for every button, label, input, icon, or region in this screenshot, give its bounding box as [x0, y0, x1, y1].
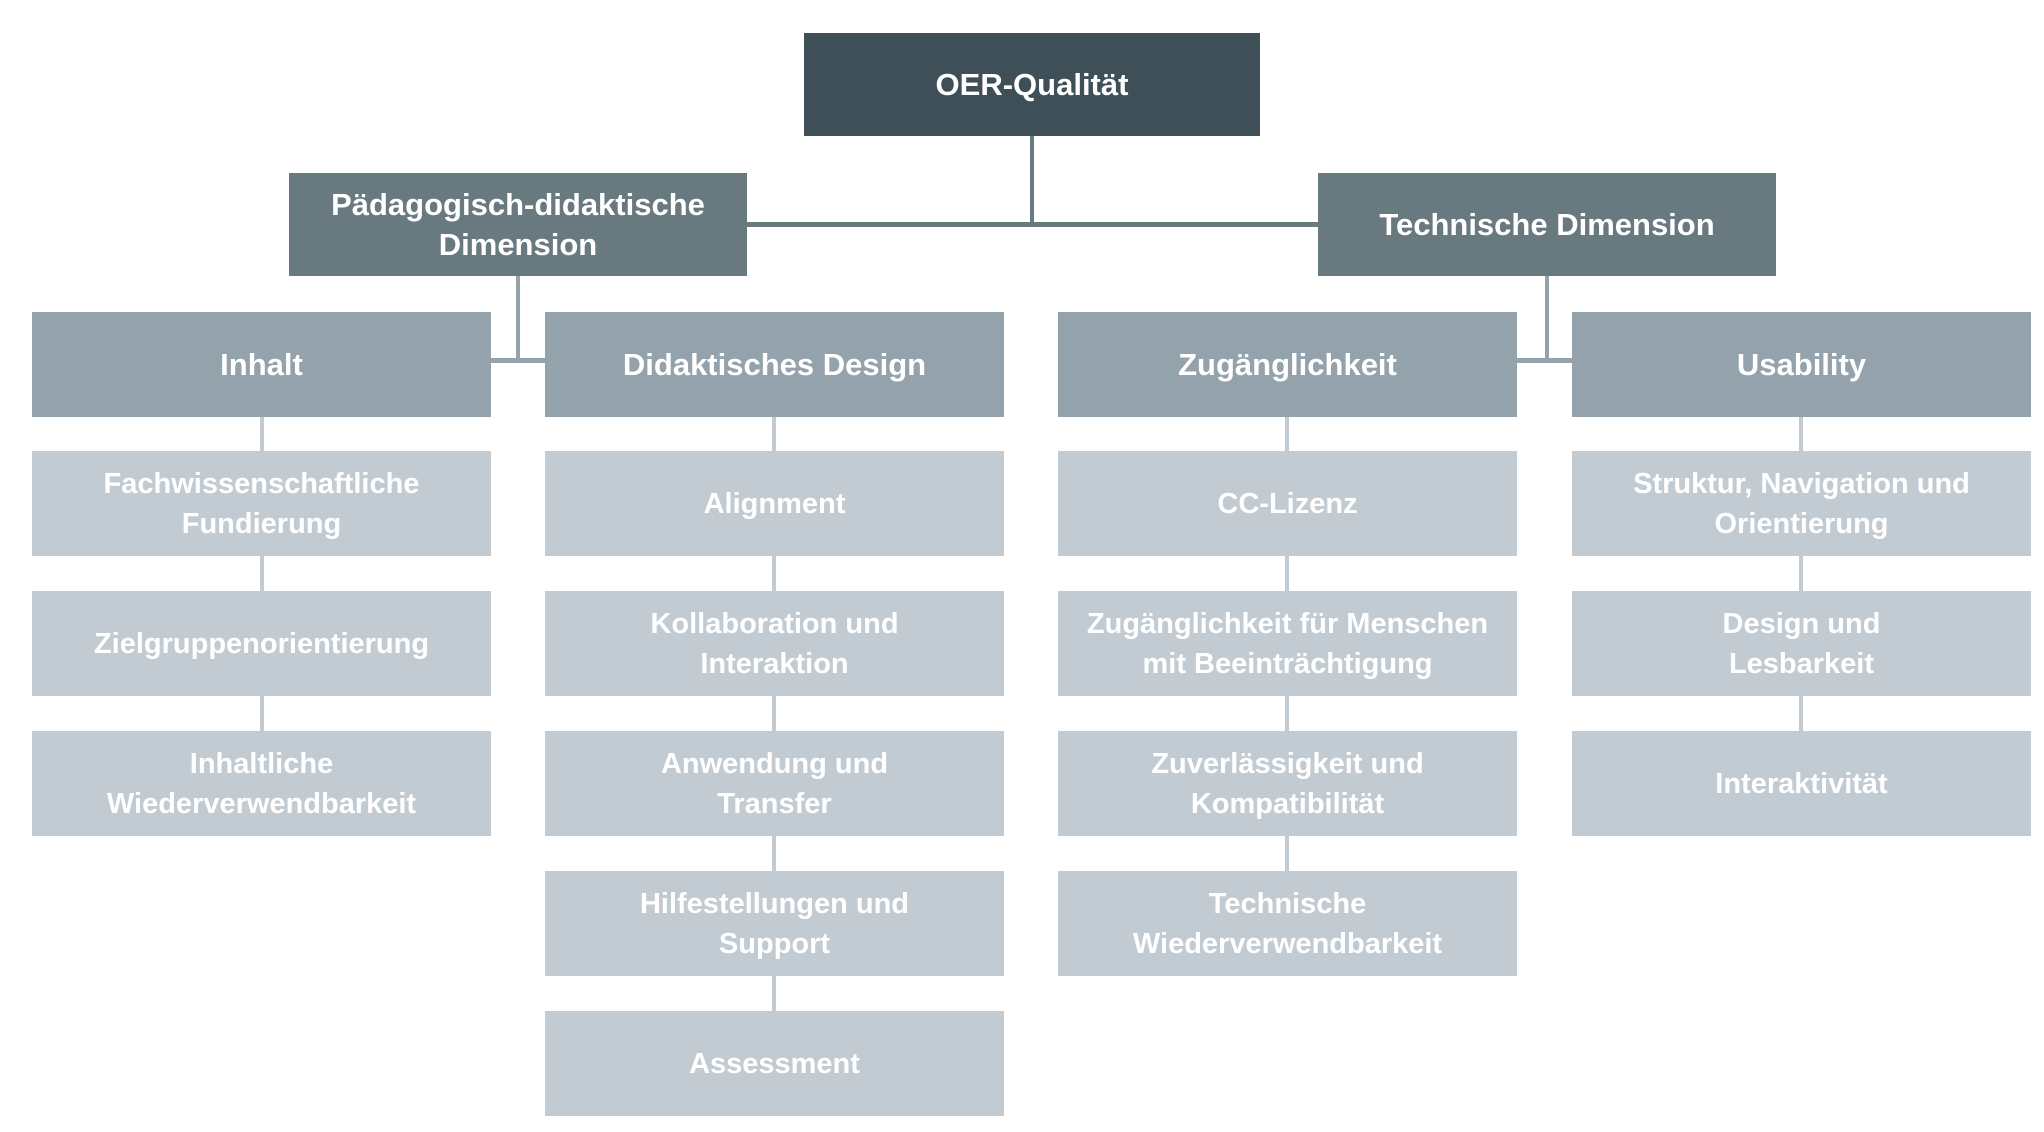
item-box-zugaenglichkeit-fuer-menschen: Zugänglichkeit für Menschen mit Beeinträ… [1058, 591, 1517, 696]
connector-root-horizontal [747, 222, 1318, 227]
item-box-assessment: Assessment [545, 1011, 1004, 1116]
dimension-box-paedagogisch-didaktisch: Pädagogisch-didaktische Dimension [289, 173, 747, 276]
connector-col4-seg3 [1799, 696, 1803, 731]
connector-col1-seg2 [260, 556, 264, 591]
item-box-interaktivitaet: Interaktivität [1572, 731, 2031, 836]
connector-dimension2-horizontal [1517, 358, 1572, 363]
connector-col4-seg2 [1799, 556, 1803, 591]
item-box-alignment: Alignment [545, 451, 1004, 556]
connector-col1-seg3 [260, 696, 264, 731]
connector-col1-seg1 [260, 417, 264, 451]
item-box-cc-lizenz: CC-Lizenz [1058, 451, 1517, 556]
dimension-box-technisch: Technische Dimension [1318, 173, 1776, 276]
connector-col2-seg3 [772, 696, 776, 731]
item-box-anwendung-und-transfer: Anwendung und Transfer [545, 731, 1004, 836]
item-box-technische-wiederverwendbarkeit: Technische Wiederverwendbarkeit [1058, 871, 1517, 976]
connector-col2-seg5 [772, 976, 776, 1011]
connector-dimension1-vertical [516, 276, 520, 363]
header-box-usability: Usability [1572, 312, 2031, 417]
connector-dimension1-horizontal [491, 358, 545, 363]
root-box-oer-qualitaet: OER-Qualität [804, 33, 1260, 136]
header-box-didaktisches-design: Didaktisches Design [545, 312, 1004, 417]
item-box-struktur-navigation-orientierung: Struktur, Navigation und Orientierung [1572, 451, 2031, 556]
connector-col3-seg3 [1285, 696, 1289, 731]
item-box-zuverlaessigkeit-und-kompatibilitaet: Zuverlässigkeit und Kompatibilität [1058, 731, 1517, 836]
connector-col3-seg2 [1285, 556, 1289, 591]
item-box-zielgruppenorientierung: Zielgruppenorientierung [32, 591, 491, 696]
item-box-inhaltliche-wiederverwendbarkeit: Inhaltliche Wiederverwendbarkeit [32, 731, 491, 836]
connector-dimension2-vertical [1545, 276, 1549, 363]
item-box-kollaboration-und-interaktion: Kollaboration und Interaktion [545, 591, 1004, 696]
header-box-zugaenglichkeit: Zugänglichkeit [1058, 312, 1517, 417]
header-box-inhalt: Inhalt [32, 312, 491, 417]
connector-root-vertical [1030, 136, 1034, 227]
connector-col2-seg2 [772, 556, 776, 591]
connector-col4-seg1 [1799, 417, 1803, 451]
item-box-design-und-lesbarkeit: Design und Lesbarkeit [1572, 591, 2031, 696]
connector-col3-seg4 [1285, 836, 1289, 871]
item-box-fachwissenschaftliche-fundierung: Fachwissenschaftliche Fundierung [32, 451, 491, 556]
connector-col3-seg1 [1285, 417, 1289, 451]
item-box-hilfestellungen-und-support: Hilfestellungen und Support [545, 871, 1004, 976]
connector-col2-seg1 [772, 417, 776, 451]
connector-col2-seg4 [772, 836, 776, 871]
